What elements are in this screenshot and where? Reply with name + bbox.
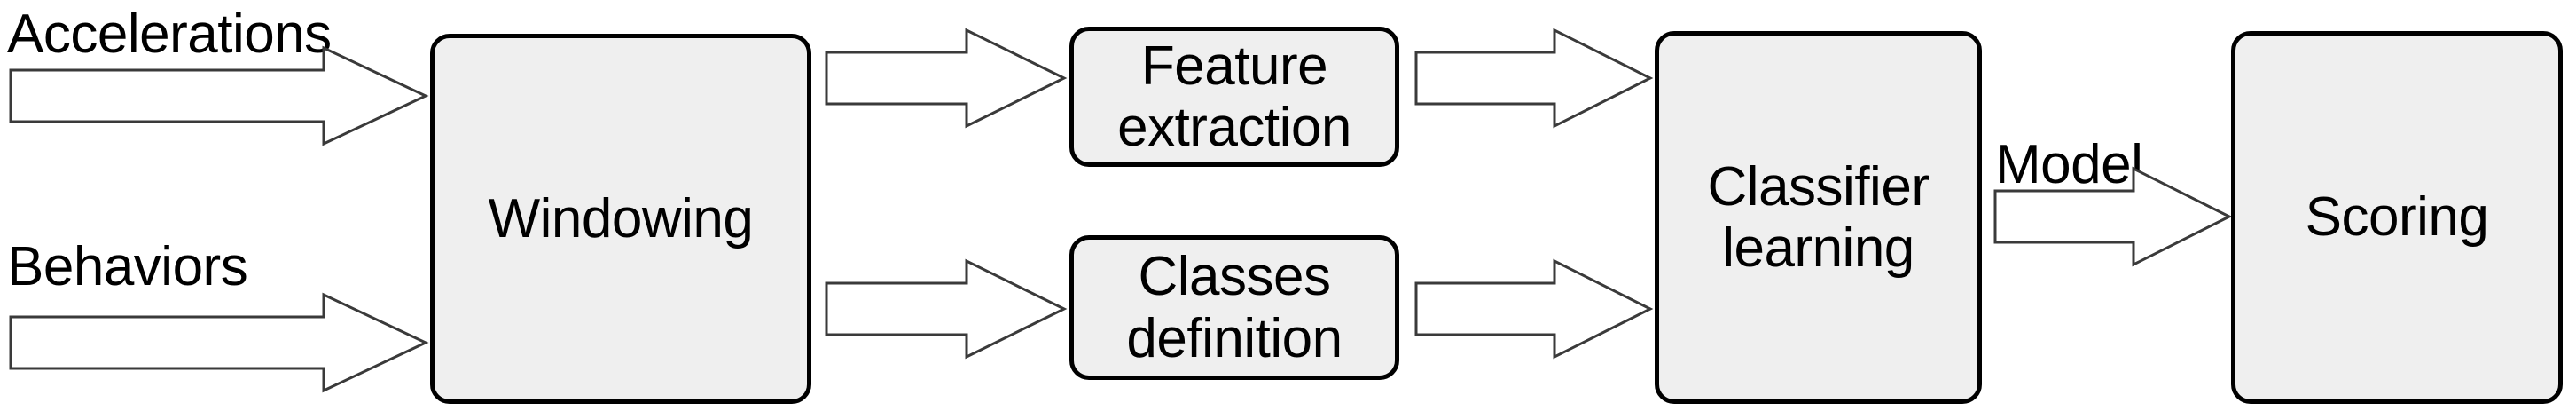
node-scoring-label: Scoring xyxy=(2305,186,2489,249)
edge-label-behaviors: Behaviors xyxy=(7,236,248,297)
arrow-classes-definition-to-classifier-learning xyxy=(1414,258,1654,360)
arrow-windowing-classes-shape xyxy=(825,258,1068,360)
edge-label-model: Model xyxy=(1995,134,2143,195)
node-classifier-learning-label: Classifier learning xyxy=(1707,155,1930,279)
arrow-model-shape xyxy=(1993,166,2233,267)
arrow-behaviors-to-windowing xyxy=(9,292,429,393)
arrow-accelerations-shape xyxy=(9,45,429,146)
arrow-behaviors-shape xyxy=(9,292,429,393)
arrow-classifier-learning-to-scoring xyxy=(1993,166,2233,267)
edge-label-accelerations: Accelerations xyxy=(7,4,332,65)
node-classifier-learning[interactable]: Classifier learning xyxy=(1655,31,1982,404)
node-classes-definition-label: Classes definition xyxy=(1126,246,1343,369)
arrow-accelerations-to-windowing xyxy=(9,45,429,146)
arrow-windowing-to-feature-extraction xyxy=(825,28,1068,129)
node-feature-extraction-label: Feature extraction xyxy=(1117,35,1351,158)
arrow-classes-classifier-shape xyxy=(1414,258,1654,360)
node-feature-extraction[interactable]: Feature extraction xyxy=(1069,27,1399,167)
arrow-windowing-to-classes-definition xyxy=(825,258,1068,360)
node-scoring[interactable]: Scoring xyxy=(2231,31,2563,404)
node-classes-definition[interactable]: Classes definition xyxy=(1069,235,1399,380)
node-windowing[interactable]: Windowing xyxy=(430,34,811,404)
arrow-windowing-feature-shape xyxy=(825,28,1068,129)
arrow-feature-classifier-shape xyxy=(1414,28,1654,129)
node-windowing-label: Windowing xyxy=(488,187,754,249)
arrow-feature-extraction-to-classifier-learning xyxy=(1414,28,1654,129)
